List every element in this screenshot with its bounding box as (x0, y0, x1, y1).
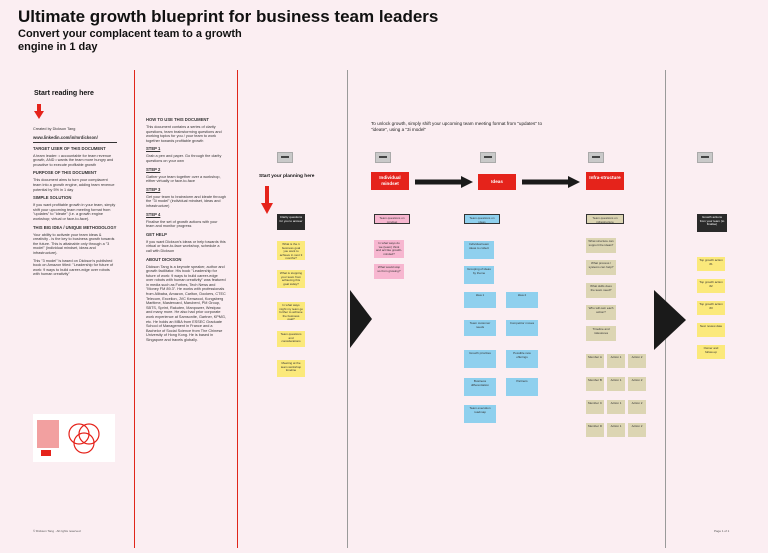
howto-heading: HOW TO USE THIS DOCUMENT (146, 117, 209, 122)
intro-column: Created by Dickson Tang www.linkedin.com… (33, 127, 117, 280)
sticky-note[interactable]: What structure can support the ideas? (586, 238, 616, 253)
sticky-note[interactable]: Competitor moves (506, 320, 538, 336)
purpose-heading: PURPOSE OF THIS DOCUMENT (33, 170, 97, 176)
sticky-note[interactable]: Growth priorities (464, 350, 496, 368)
sticky-note[interactable]: Business differentiation (464, 378, 496, 396)
pin-marker (375, 152, 391, 163)
sticky-note[interactable]: Idea 2 (506, 292, 538, 308)
arrow-down-icon (34, 104, 44, 119)
arrow-down-icon (261, 186, 273, 214)
howto-text: This document contains a series of clari… (146, 125, 222, 143)
stage-ideas: Ideas (478, 174, 516, 190)
sticky-note[interactable]: Action 2 (628, 423, 646, 437)
sticky-note[interactable]: What process / systems can help? (586, 260, 616, 275)
idea-heading: THIS BIG IDEA / UNIQUE METHODOLOGY (33, 224, 117, 230)
pink-header: Team questions on mindset (374, 214, 410, 224)
sticky-note[interactable]: Action 2 (628, 400, 646, 414)
solution-heading: SIMPLE SOLUTION (33, 195, 72, 201)
sticky-note[interactable]: Member C (586, 400, 604, 414)
sticky-note[interactable]: Who will own each action? (586, 305, 616, 320)
howto-column: HOW TO USE THIS DOCUMENT This document c… (146, 117, 226, 346)
pin-marker (697, 152, 713, 163)
sticky-note[interactable]: Team execution roadmap (464, 405, 496, 423)
sticky-note[interactable]: Timeline and milestones (586, 326, 616, 341)
start-planning-label: Start your planning here (259, 174, 315, 179)
step2-text: Gather your team together over a worksho… (146, 174, 221, 184)
final-card: Growth actions from your team (to finali… (697, 214, 727, 232)
sticky-note[interactable]: In what ways do we (team) think and act … (374, 240, 404, 258)
pin-marker (277, 152, 293, 163)
sticky-note[interactable]: Partners (506, 378, 538, 396)
target-heading: TARGET USER OF THIS DOCUMENT (33, 145, 106, 151)
chevron-right-icon (654, 290, 686, 350)
step1-text: Grab a pen and paper. Go through the cla… (146, 154, 222, 163)
sticky-note[interactable]: What is the 1 business goal you want to … (277, 241, 305, 260)
page-subtitle: Convert your complacent team to a growth… (18, 28, 242, 53)
sticky-note[interactable]: Possible new offerings (506, 350, 538, 368)
created-by: Created by Dickson Tang (33, 127, 76, 131)
sticky-note[interactable]: Member B (586, 377, 604, 391)
clarity-card: Clarity questions for you to answer (277, 214, 305, 230)
divider-red-1 (134, 70, 135, 548)
step3-text: Get your team to brainstorm and ideate t… (146, 194, 226, 208)
sticky-note[interactable]: Top growth action #2 (697, 279, 725, 293)
blue-header: Team questions on ideas (464, 214, 500, 224)
model-illustration (33, 414, 115, 462)
sticky-note[interactable]: What skills does the team need? (586, 283, 616, 298)
step4-label: STEP 4 (146, 211, 161, 217)
sticky-note[interactable]: Member D (586, 423, 604, 437)
stage-individual-mindset: Individual mindset (371, 172, 409, 190)
about-text: Dickson Tang is a keynote speaker, autho… (146, 264, 226, 343)
sticky-note[interactable]: Idea 1 (464, 292, 496, 308)
sticky-note[interactable]: Action 1 (607, 400, 625, 414)
arrow-right-icon (415, 176, 473, 188)
help-heading: GET HELP (146, 231, 167, 237)
sticky-note[interactable]: Individual team ideas to collect (464, 241, 494, 259)
step2-label: STEP 2 (146, 166, 161, 172)
sticky-note[interactable]: Top growth action #1 (697, 257, 725, 271)
help-text: If you want Dickson's ideas or help towa… (146, 239, 226, 253)
sticky-note[interactable]: Next review date (697, 323, 725, 337)
purpose-text: This document aims to turn your complace… (33, 178, 115, 192)
step3-label: STEP 3 (146, 186, 161, 192)
venn-diagram-icon (37, 420, 100, 456)
divider-red-2 (237, 70, 238, 548)
sticky-note[interactable]: Owner and follow-up (697, 345, 725, 359)
step4-text: Finalise the set of growth actions with … (146, 219, 218, 229)
olive-header: Team questions on infrastructure (586, 214, 624, 224)
divider-gray-1 (347, 70, 348, 548)
linkedin-link[interactable]: www.linkedin.com/in/mrdickson/ (33, 135, 117, 143)
model-text: This "3 model" is based on Dickson's pub… (33, 258, 114, 277)
page-title: Ultimate growth blueprint for business t… (18, 7, 439, 26)
sticky-note[interactable]: Action 1 (607, 377, 625, 391)
solution-text: If you want profitable growth in your te… (33, 203, 116, 221)
unlock-instruction: To unlock growth, simply shift your upco… (371, 121, 543, 132)
sticky-note[interactable]: Action 2 (628, 354, 646, 368)
sticky-note[interactable]: What would stop us from growing? (374, 264, 404, 279)
sticky-note[interactable]: What is stopping your team from achievin… (277, 270, 305, 288)
pin-marker (480, 152, 496, 163)
sticky-note[interactable]: Action 1 (607, 354, 625, 368)
sticky-note[interactable]: Team questions and considerations (277, 331, 305, 347)
step1-label: STEP 1 (146, 146, 161, 152)
pin-marker (588, 152, 604, 163)
sticky-note[interactable]: Team customer needs (464, 320, 496, 336)
footer-right: Page 1 of 1 (714, 529, 730, 533)
sticky-note[interactable]: In what ways might my team go further to… (277, 302, 305, 320)
sticky-note[interactable]: Grouping of ideas by theme (464, 266, 494, 284)
about-heading: ABOUT DICKSON (146, 256, 182, 262)
sticky-note[interactable]: Action 1 (607, 423, 625, 437)
arrow-right-icon (522, 176, 580, 188)
target-text: A team leader: • accountable for team re… (33, 153, 114, 167)
chevron-right-icon (350, 290, 372, 348)
start-reading-label: Start reading here (34, 90, 94, 97)
sticky-note[interactable]: Member A (586, 354, 604, 368)
stage-infrastructure: Infra-structure (586, 172, 624, 190)
footer-left: © Dickson Tang · All rights reserved (33, 529, 81, 533)
idea-text: Your ability to activate your team ideas… (33, 232, 115, 255)
sticky-note[interactable]: Top growth action #3 (697, 301, 725, 315)
sticky-note[interactable]: Meeting at the team workshop timeline (277, 360, 305, 377)
sticky-note[interactable]: Action 2 (628, 377, 646, 391)
